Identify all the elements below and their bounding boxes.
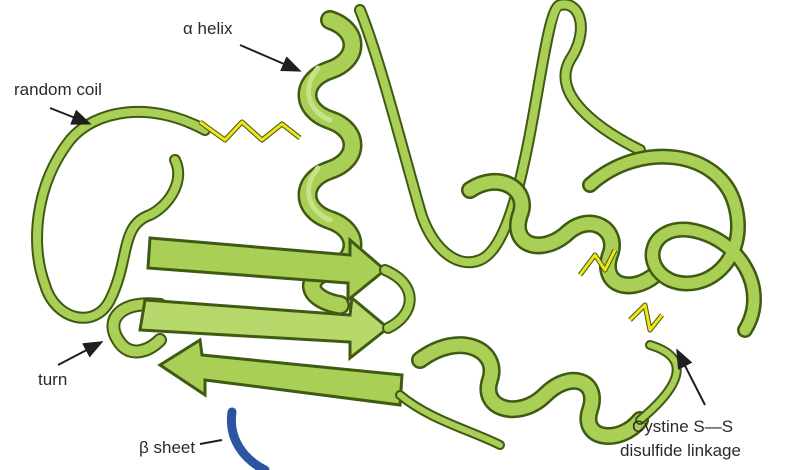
turn-annotation: turn <box>38 343 100 389</box>
turn-arrow <box>58 343 100 365</box>
cystine-label-line1: Cystine S—S <box>632 417 733 436</box>
alpha-helix-arrow <box>240 45 298 70</box>
random-coil-label: random coil <box>14 80 102 99</box>
beta-sheet-label: β sheet <box>139 438 195 457</box>
alpha-helix-annotation: α helix <box>183 19 298 70</box>
turn-label: turn <box>38 370 67 389</box>
random-coil-ribbon <box>37 112 205 318</box>
cystine-label-line2: disulfide linkage <box>620 441 741 460</box>
beta-sheet-ribbon <box>140 238 410 405</box>
beta-sheet-leader <box>200 440 222 444</box>
beta-sheet-annotation: β sheet <box>139 412 265 470</box>
random-coil-arrow <box>50 108 88 123</box>
right-domain-ribbon <box>360 4 754 445</box>
cystine-arrow <box>678 352 705 405</box>
alpha-helix-label: α helix <box>183 19 233 38</box>
random-coil-annotation: random coil <box>14 80 102 123</box>
blue-pointer-mark <box>231 412 265 470</box>
